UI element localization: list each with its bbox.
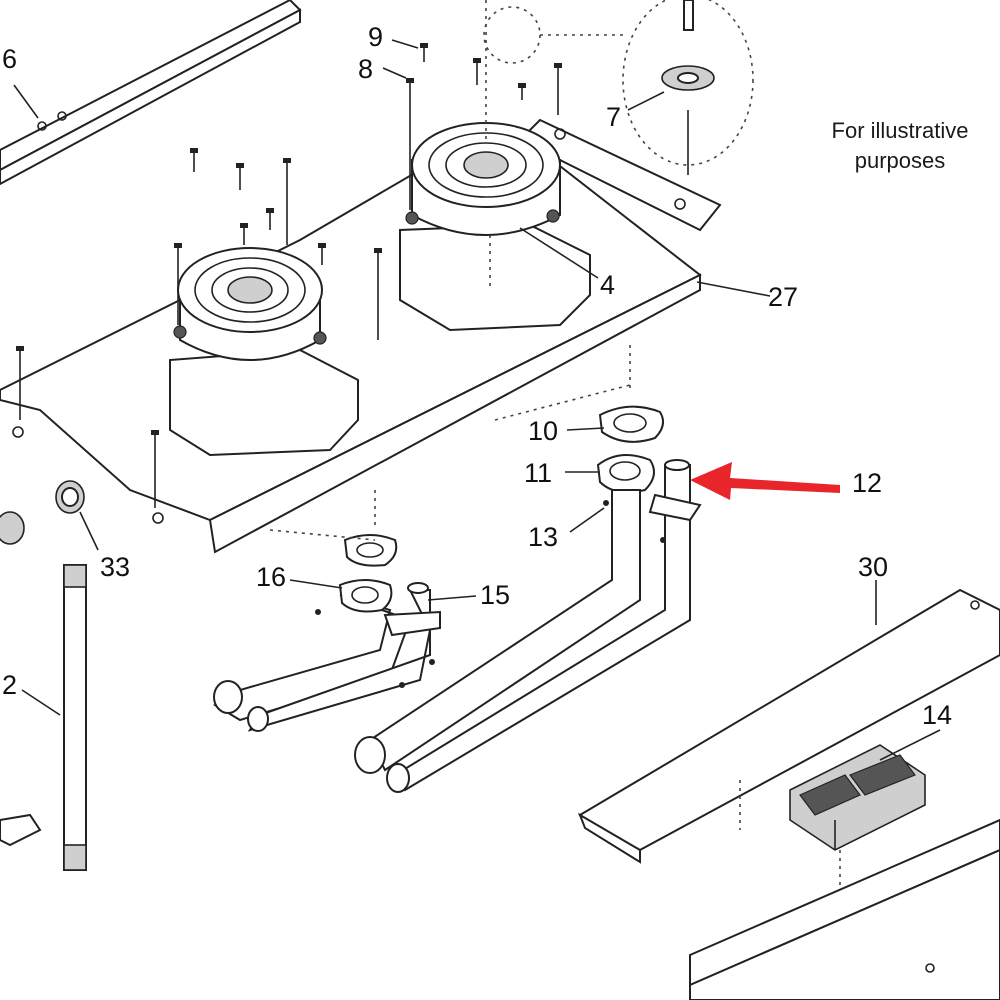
callout-11: 11 bbox=[524, 458, 552, 488]
callout-7: 7 bbox=[606, 102, 621, 132]
part-7-detail bbox=[483, 0, 754, 166]
part-6-rail bbox=[0, 0, 302, 186]
bottom-rail bbox=[689, 818, 1000, 1000]
bracket-part-30 bbox=[578, 588, 1000, 920]
callout-13: 13 bbox=[528, 522, 558, 552]
callout-16: 16 bbox=[256, 562, 286, 592]
note-line-2: purposes bbox=[854, 148, 946, 173]
note-line-1: For illustrative bbox=[831, 118, 969, 143]
callout-33: 33 bbox=[100, 552, 130, 582]
burner-tube-part-12 bbox=[354, 459, 702, 793]
callout-8: 8 bbox=[358, 54, 373, 84]
screws bbox=[16, 43, 689, 508]
leader-lines bbox=[13, 39, 941, 761]
red-arrow-pointer bbox=[690, 462, 840, 500]
fitting-part-33 bbox=[0, 480, 85, 545]
callout-4: 4 bbox=[600, 270, 615, 300]
burner-tube-parts-15-16 bbox=[213, 490, 441, 732]
callout-27: 27 bbox=[768, 282, 798, 312]
callout-2: 2 bbox=[2, 670, 17, 700]
callout-12: 12 bbox=[852, 468, 882, 498]
callout-9: 9 bbox=[368, 22, 383, 52]
callout-14: 14 bbox=[922, 700, 952, 730]
callout-30: 30 bbox=[858, 552, 888, 582]
pipe-part-2 bbox=[0, 564, 87, 871]
module-part-14 bbox=[789, 744, 926, 851]
illustrative-note: For illustrative purposes bbox=[800, 116, 1000, 176]
callout-6: 6 bbox=[2, 44, 17, 74]
right-burner-part-4 bbox=[399, 0, 591, 332]
callout-10: 10 bbox=[528, 416, 558, 446]
callout-15: 15 bbox=[480, 580, 510, 610]
left-burner bbox=[169, 247, 359, 457]
